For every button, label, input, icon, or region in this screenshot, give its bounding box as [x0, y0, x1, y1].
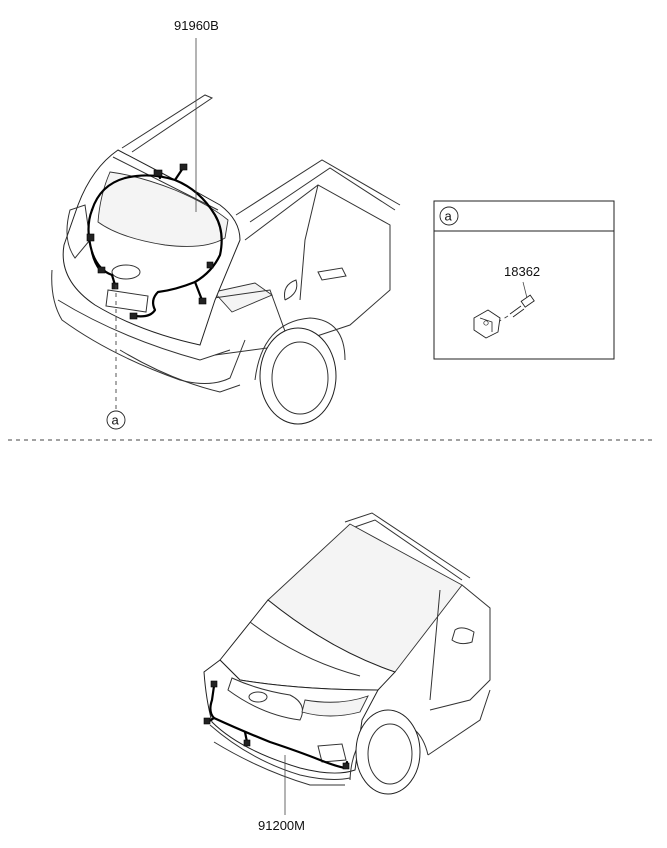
part-label-91960B[interactable]: 91960B [174, 18, 219, 33]
front-wiring-harness[interactable] [203, 680, 350, 770]
part-label-18362[interactable]: 18362 [504, 264, 540, 279]
detail-marker-circle[interactable] [106, 410, 126, 430]
detail-box-marker-label: a [445, 209, 453, 224]
rear-vehicle-view [51, 94, 401, 425]
front-vehicle-view [203, 512, 491, 795]
detail-box: a 18362 [433, 200, 615, 360]
tailgate-wiring-harness[interactable] [86, 163, 223, 320]
detail-box-marker [439, 206, 459, 226]
detail-marker-label: a [112, 413, 120, 428]
leader-18362 [522, 281, 528, 299]
bracket-icon [473, 309, 501, 339]
part-label-91200M[interactable]: 91200M [258, 818, 305, 833]
bolt-icon [509, 294, 535, 318]
